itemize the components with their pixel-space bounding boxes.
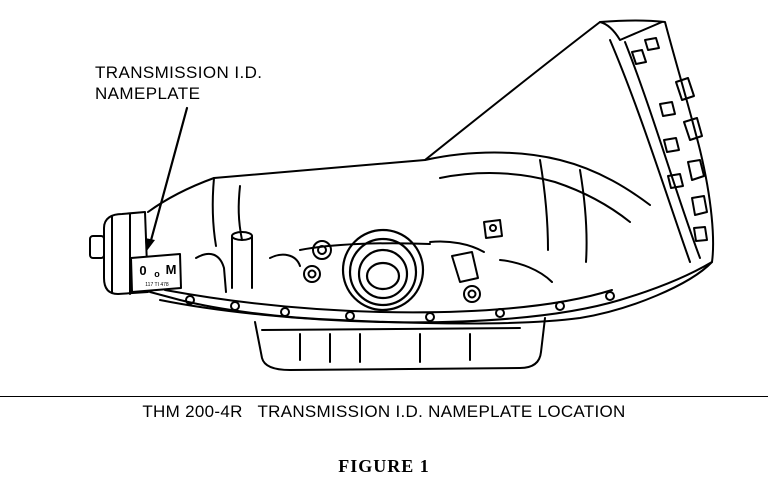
nameplate-center-mark: o (154, 269, 160, 279)
oil-pan (254, 317, 546, 371)
nameplate-serial: 117 TI 478 (145, 282, 169, 288)
nameplate-right-mark: M (166, 262, 177, 277)
id-nameplate: 0 o M 117 TI 478 (130, 253, 182, 293)
callout-line-1: TRANSMISSION I.D. (95, 63, 263, 82)
bell-housing-front (89, 211, 149, 295)
figure-caption: THM 200-4R TRANSMISSION I.D. NAMEPLATE L… (142, 402, 626, 421)
callout-line-2: NAMEPLATE (95, 84, 201, 103)
callout-leader-arrow (145, 106, 189, 252)
figure-number: FIGURE 1 (338, 456, 430, 476)
nameplate-left-mark: 0 (139, 263, 146, 278)
case-fittings (195, 219, 553, 303)
nameplate-callout-label: TRANSMISSION I.D. NAMEPLATE (95, 62, 262, 104)
transmission-case (147, 19, 715, 325)
caption-divider (0, 396, 768, 397)
round-cover (341, 228, 425, 312)
